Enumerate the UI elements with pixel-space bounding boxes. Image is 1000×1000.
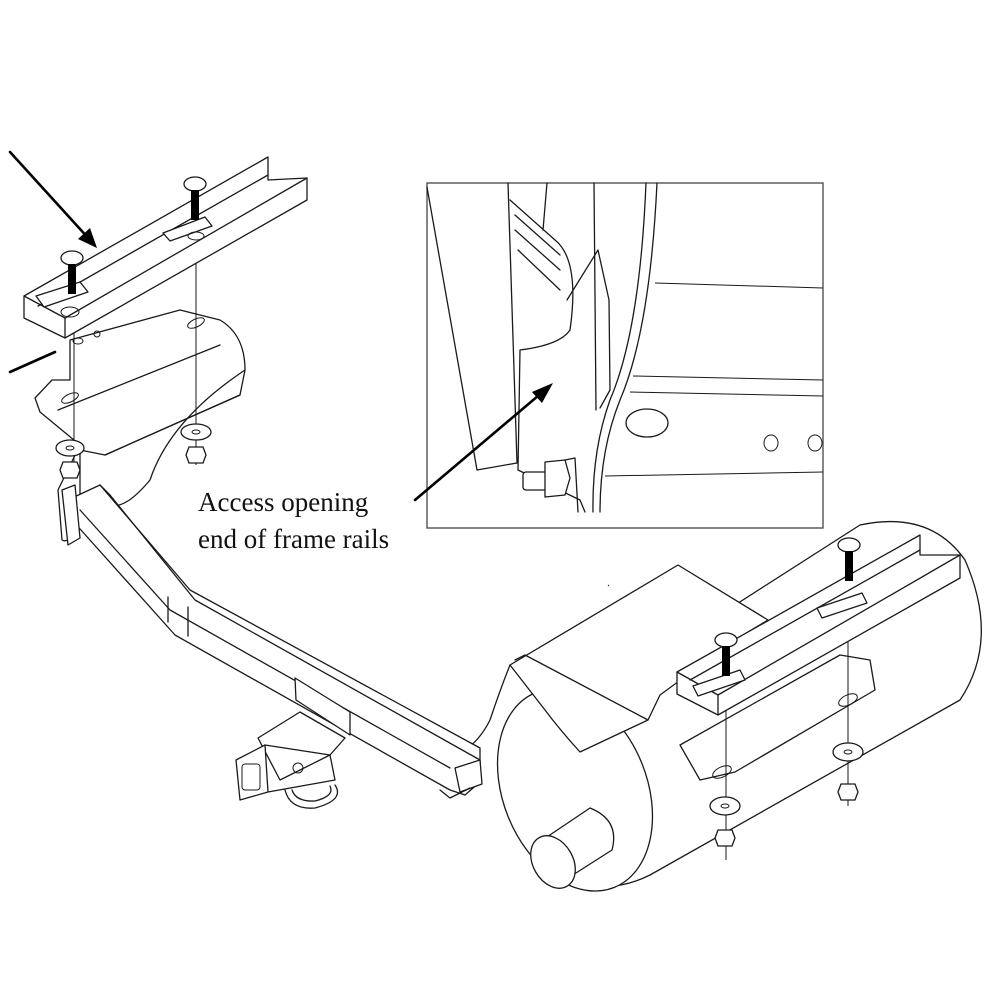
callout-line-1: Access opening [198, 487, 369, 517]
hitch-crossbar [61, 484, 483, 799]
top-left-callout-arrow [8, 150, 97, 248]
right-mounting-bracket [679, 620, 876, 860]
safety-chain-loop [284, 784, 339, 809]
callout-line-2: end of frame rails [198, 524, 390, 554]
access-opening-callout: Access opening end of frame rails [198, 484, 389, 558]
right-frame-bracket-channel [676, 534, 961, 716]
left-edge-callout-line [8, 350, 57, 374]
left-frame-bracket-channel [23, 156, 308, 339]
receiver-tube [235, 677, 351, 801]
stray-mark [607, 584, 610, 587]
left-carriage-bolts [60, 176, 207, 294]
inset-detail-view [413, 182, 824, 529]
right-carriage-bolts [714, 537, 861, 676]
